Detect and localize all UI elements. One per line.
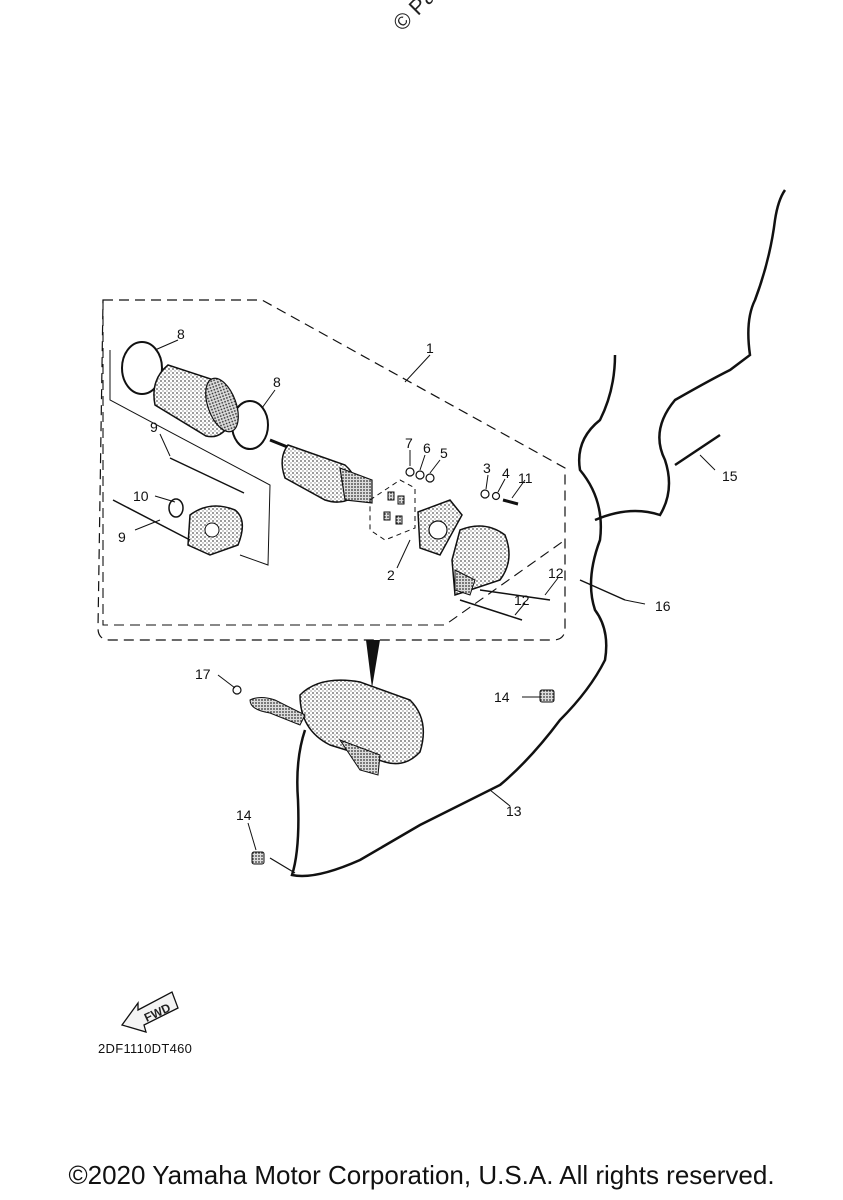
- callout-8-right: 8: [273, 374, 281, 390]
- callout-15: 15: [722, 468, 738, 484]
- front-cover: [451, 525, 510, 597]
- diagram-code: 2DF1110DT460: [98, 1041, 193, 1056]
- part-11-bolt: [502, 498, 519, 506]
- through-bolt-lower: [112, 499, 191, 541]
- callout-9-upper: 9: [150, 419, 158, 435]
- callout-7: 7: [405, 435, 413, 451]
- battery-cable: [594, 189, 787, 522]
- rear-cover: [187, 505, 244, 556]
- assembly-pointer: [366, 640, 380, 688]
- o-ring-left: [121, 341, 163, 395]
- callout-6: 6: [423, 440, 431, 456]
- bolt-12-lower: [459, 599, 523, 621]
- exploded-view-boundary: [97, 299, 566, 641]
- part-6-washer: [415, 470, 425, 480]
- leader-lines: [134, 339, 716, 851]
- callout-2: 2: [387, 567, 395, 583]
- callout-14-left: 14: [236, 807, 252, 823]
- starter-motor-assembly: [232, 679, 425, 776]
- starter-cable: [290, 354, 617, 878]
- part-10-o-ring: [168, 498, 184, 518]
- callout-9-lower: 9: [118, 529, 126, 545]
- end-bracket: [417, 499, 463, 556]
- callout-3: 3: [483, 460, 491, 476]
- callout-12-upper: 12: [548, 565, 564, 581]
- callout-13: 13: [506, 803, 522, 819]
- callout-4: 4: [502, 465, 510, 481]
- callout-1: 1: [426, 340, 434, 356]
- callout-12-lower: 12: [514, 592, 530, 608]
- callout-11: 11: [518, 470, 533, 486]
- forward-arrow-icon: FWD: [120, 991, 179, 1033]
- armature: [269, 438, 373, 504]
- terminal-cover-left: [251, 851, 265, 865]
- part-4-washer: [491, 491, 501, 501]
- brush-holder-set: [369, 479, 416, 541]
- through-bolt-upper: [169, 457, 245, 494]
- copyright-notice: ©2020 Yamaha Motor Corporation, U.S.A. A…: [68, 1160, 775, 1190]
- fwd-label: FWD: [142, 1000, 173, 1024]
- callout-8-left: 8: [177, 326, 185, 342]
- callout-5: 5: [440, 445, 448, 461]
- bolt-16: [579, 579, 626, 601]
- callout-17: 17: [195, 666, 211, 682]
- callout-16: 16: [655, 598, 671, 614]
- yoke-housing: [153, 364, 239, 438]
- part-7-washer: [405, 467, 415, 477]
- callout-10: 10: [133, 488, 149, 504]
- callout-14-right: 14: [494, 689, 510, 705]
- inner-boundary: [102, 300, 566, 626]
- bolt-12-upper: [479, 589, 551, 601]
- cable-tie-15: [674, 433, 721, 467]
- part-3-nut: [480, 489, 490, 499]
- terminal-cover-right: [539, 689, 555, 703]
- part-5-washer: [425, 473, 435, 483]
